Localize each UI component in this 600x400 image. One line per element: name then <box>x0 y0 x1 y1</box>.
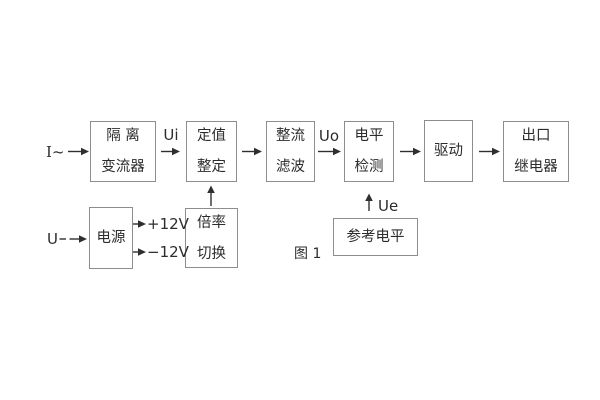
node-drive: 驱动 <box>424 120 473 182</box>
node-rectify-filter-line2: 滤波 <box>276 159 305 175</box>
node-drive-line1: 驱动 <box>434 143 463 159</box>
label-input-voltage: U <box>47 230 58 248</box>
node-output-relay-line2: 继电器 <box>514 159 558 175</box>
node-power-supply: 电源 <box>89 207 133 269</box>
label-uo: Uo <box>318 127 340 145</box>
node-output-relay: 出口 继电器 <box>503 121 569 182</box>
node-reference-level-line1: 参考电平 <box>346 229 405 245</box>
node-rectify-filter-line1: 整流 <box>276 128 305 144</box>
node-reference-level: 参考电平 <box>333 218 418 256</box>
label-ue: Ue <box>378 197 399 215</box>
node-value-setting: 定值 整定 <box>186 121 237 182</box>
node-value-setting-line2: 整定 <box>197 159 226 175</box>
node-rectify-filter: 整流 滤波 <box>266 121 315 182</box>
arrow-reference-ue <box>365 193 373 211</box>
label-ui: Ui <box>163 126 179 144</box>
arrow-power-plus12v <box>133 220 146 228</box>
arrow-setting-to-rectify <box>242 147 262 156</box>
label-minus-12v: −12V <box>147 243 189 261</box>
arrow-input-current <box>68 147 89 156</box>
node-level-detect-line2: 检测 <box>354 159 384 175</box>
node-ratio-switch-line2: 切换 <box>197 245 226 262</box>
arrow-input-voltage <box>59 235 87 243</box>
arrow-rectify-to-level <box>318 147 341 156</box>
node-ratio-switch-line1: 倍率 <box>197 214 226 231</box>
node-isolation-transformer: 隔 离 变流器 <box>90 121 156 182</box>
node-isolation-transformer-line2: 变流器 <box>101 159 145 175</box>
arrow-power-minus12v <box>133 248 146 256</box>
arrow-drive-to-output <box>479 147 500 156</box>
node-level-detect: 电平 检测 <box>344 121 394 182</box>
label-input-current: I~ <box>46 143 65 161</box>
arrow-level-to-drive <box>400 147 421 156</box>
node-level-detect-line1: 电平 <box>354 128 384 144</box>
node-ratio-switch: 倍率 切换 <box>185 208 238 268</box>
label-plus-12v: +12V <box>147 215 189 233</box>
node-value-setting-line1: 定值 <box>197 128 226 144</box>
node-isolation-transformer-line1: 隔 离 <box>106 128 140 144</box>
arrow-ratio-to-setting <box>207 185 215 206</box>
arrow-isolation-to-setting <box>161 147 180 156</box>
node-power-supply-line1: 电源 <box>96 230 126 246</box>
figure-caption: 图 1 <box>294 246 322 262</box>
node-output-relay-line1: 出口 <box>521 128 551 144</box>
